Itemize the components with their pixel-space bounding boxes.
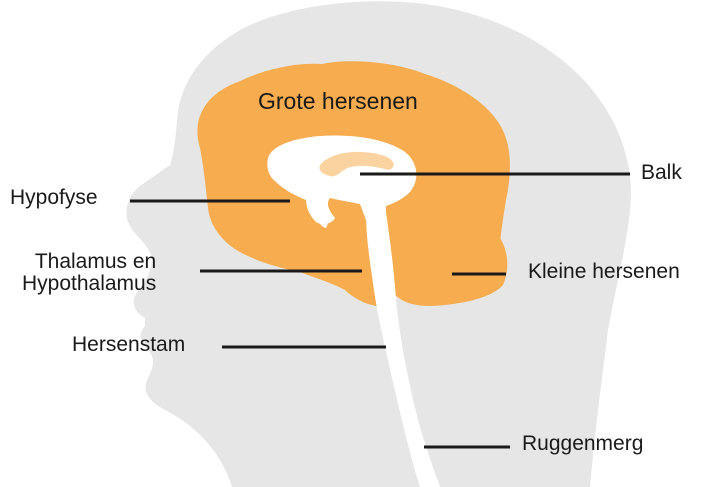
label-grote-hersenen: Grote hersenen (258, 90, 418, 112)
label-thalamus-line1: Thalamus en (22, 251, 156, 273)
label-thalamus-line2: Hypothalamus (22, 273, 156, 295)
label-kleine-hersenen: Kleine hersenen (528, 261, 680, 283)
label-ruggenmerg: Ruggenmerg (522, 433, 643, 455)
label-thalamus-hypothalamus: Thalamus en Hypothalamus (22, 251, 156, 295)
label-balk: Balk (641, 162, 682, 184)
label-hersenstam: Hersenstam (72, 334, 185, 356)
label-hypofyse: Hypofyse (10, 187, 98, 209)
